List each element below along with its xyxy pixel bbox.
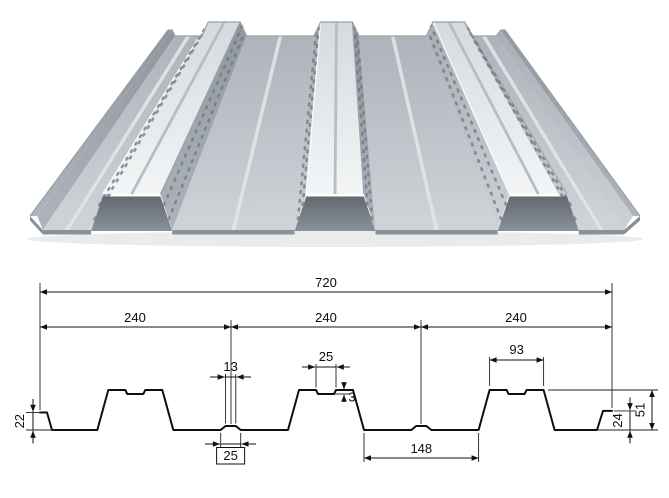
dim-label-25-top: 25 bbox=[319, 349, 333, 364]
dim-label-93: 93 bbox=[509, 342, 523, 357]
emboss-dots bbox=[93, 24, 577, 221]
dim-label-13: 13 bbox=[223, 359, 237, 374]
dim-label-240-2: 240 bbox=[315, 310, 337, 325]
deck-outline bbox=[29, 21, 641, 217]
dim-label-24: 24 bbox=[610, 413, 625, 427]
dim-label-240-3: 240 bbox=[505, 310, 527, 325]
ground-shadow bbox=[27, 231, 643, 247]
dim-label-148: 148 bbox=[410, 441, 432, 456]
dim-label-240-1: 240 bbox=[124, 310, 146, 325]
dimension-labels: 720 240 240 240 25 13 3 93 25 148 22 24 … bbox=[12, 275, 648, 463]
dimension-lines bbox=[30, 289, 655, 465]
deck-surface bbox=[30, 22, 640, 230]
profile-outline bbox=[39, 389, 613, 431]
dim-label-720: 720 bbox=[315, 275, 337, 290]
dim-label-51: 51 bbox=[633, 403, 648, 417]
dim-label-22: 22 bbox=[12, 414, 27, 428]
deck-front-edge bbox=[30, 196, 640, 235]
deck-3d-view bbox=[27, 21, 643, 247]
surface-details bbox=[65, 21, 603, 231]
dim-box-25 bbox=[216, 447, 246, 465]
extension-lines bbox=[26, 283, 658, 462]
dim-label-3: 3 bbox=[348, 390, 355, 405]
cross-section-drawing: 720 240 240 240 25 13 3 93 25 148 22 24 … bbox=[12, 275, 658, 465]
dim-label-25-bottom: 25 bbox=[223, 448, 237, 463]
